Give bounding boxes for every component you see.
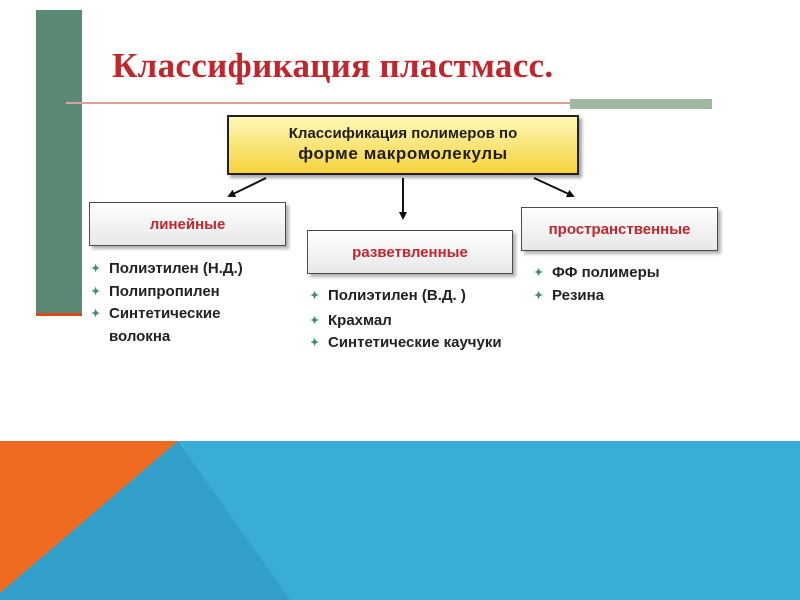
star-bullet-icon: ✦ (91, 285, 101, 298)
arrow-to-linear (227, 177, 267, 197)
category-linear-box: линейные (89, 202, 286, 246)
main-classification-box: Классификация полимеров по форме макромо… (227, 115, 579, 175)
list-item: ✦ Полипропилен (91, 281, 291, 304)
category-spatial-box: пространственные (521, 207, 718, 251)
star-bullet-icon: ✦ (534, 289, 544, 302)
list-item-text: Полиэтилен (Н.Д.) (109, 260, 243, 277)
list-item-text: Полиэтилен (В.Д. ) (328, 287, 466, 304)
star-bullet-icon: ✦ (91, 308, 101, 320)
bottom-dark-blue-shape (0, 441, 290, 600)
category-linear-label: линейные (149, 215, 226, 233)
list-item: ✦ Резина (534, 285, 734, 308)
spatial-examples-list: ✦ ФФ полимеры ✦ Резина (534, 262, 734, 307)
category-branched-box: разветвленные (307, 230, 513, 274)
branched-examples-list: ✦ Полиэтилен (В.Д. ) ✦ Крахмал ✦ Синтетичес… (310, 285, 510, 355)
title-underline (66, 102, 706, 104)
list-item-text: Крахмал (328, 311, 392, 329)
list-item: ✦ Крахмал (310, 310, 510, 333)
star-bullet-icon: ✦ (310, 290, 320, 302)
list-item-text: Резина (552, 286, 605, 304)
left-accent-bar (36, 10, 82, 316)
arrow-to-spatial (533, 177, 575, 198)
list-item: ✦ Синтетические волокна (91, 303, 279, 348)
connector-arrows (227, 177, 575, 220)
list-item-text: ФФ полимеры (552, 264, 660, 281)
slide-title: Классификация пластмасс. (112, 46, 554, 85)
list-item-text: Синтетические каучуки (328, 334, 502, 351)
category-branched-label: разветвленные (352, 243, 468, 261)
main-box-line-2: форме макромолекулы (298, 144, 508, 163)
star-bullet-icon: ✦ (91, 263, 101, 275)
category-spatial-label: пространственные (548, 220, 691, 238)
main-box-line-1: Классификация полимеров по (288, 125, 518, 142)
left-accent-bar-edge (36, 313, 82, 316)
linear-examples-list: ✦ Полиэтилен (Н.Д.) ✦ Полипропилен ✦ Синтет… (91, 258, 291, 348)
list-item-text: Синтетические волокна (109, 305, 221, 345)
star-bullet-icon: ✦ (534, 267, 544, 279)
list-item: ✦ Синтетические каучуки (310, 332, 503, 355)
star-bullet-icon: ✦ (310, 314, 320, 327)
list-item: ✦ Полиэтилен (Н.Д.) (91, 258, 291, 281)
list-item: ✦ ФФ полимеры (534, 262, 734, 285)
star-bullet-icon: ✦ (310, 337, 320, 349)
list-item: ✦ Полиэтилен (В.Д. ) (310, 285, 508, 308)
title-accent-bar (570, 99, 712, 109)
bottom-decoration (0, 441, 800, 600)
list-item-text: Полипропилен (109, 282, 220, 300)
